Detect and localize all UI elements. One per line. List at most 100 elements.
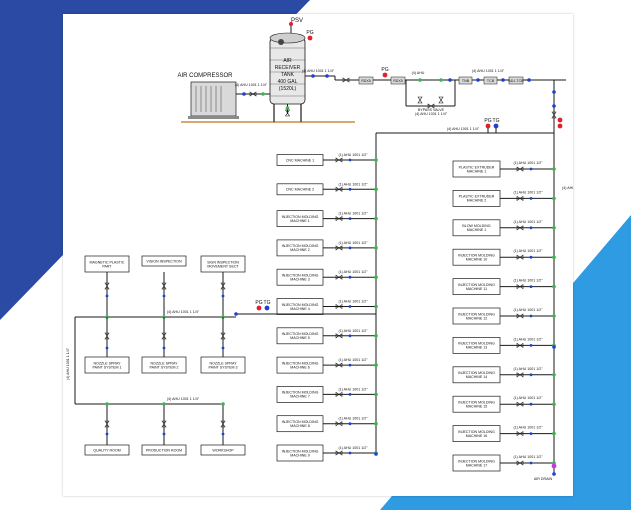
tank-label: TANK xyxy=(281,72,295,78)
pipe-spec-label: (4) AHU 1001 1 1/4" xyxy=(447,127,480,131)
drop-valve-icon xyxy=(104,420,110,428)
valve-icon xyxy=(551,111,557,119)
pipe-spec-label: (1) AHU 1001 1/2" xyxy=(338,153,368,157)
gauge-label: PG xyxy=(381,67,388,73)
filter-icon xyxy=(508,76,524,85)
union-fitting xyxy=(348,363,352,367)
tee-fitting xyxy=(418,78,422,82)
equipment-label: MACHINE 2 xyxy=(467,199,487,203)
tee-fitting xyxy=(105,402,109,406)
tee-fitting xyxy=(374,246,378,250)
union-fitting xyxy=(529,432,533,435)
union-fitting xyxy=(162,346,166,350)
union-fitting xyxy=(234,312,238,316)
equipment-label: QUALITY ROOM xyxy=(93,448,121,452)
union-fitting xyxy=(529,314,533,318)
equipment-label: VISION INSPECTION xyxy=(146,259,182,263)
pipe-spec-label: (4) AHU 1001 1 1/4" xyxy=(302,69,335,73)
pipe-spec-label: (1) AHU 1001 1/2" xyxy=(338,446,368,450)
tee-fitting xyxy=(374,363,378,367)
equipment-label: INJECTION MOLDING xyxy=(458,371,495,375)
gauge-label: PG xyxy=(484,118,491,124)
dryer-icon xyxy=(358,76,374,85)
pipe-spec-label: (1) AHU 1001 1/2" xyxy=(338,417,368,421)
drain-fitting xyxy=(374,452,378,456)
union-fitting xyxy=(242,92,246,96)
tee-fitting xyxy=(552,314,556,318)
equipment-label: INJECTION MOLDING xyxy=(458,312,495,316)
tank-label: AIR xyxy=(283,58,292,64)
tank-manway-icon xyxy=(278,39,284,45)
gauge-label: TG xyxy=(493,118,500,124)
union-fitting xyxy=(162,432,166,436)
filter-label: TNB xyxy=(462,79,470,83)
tee-fitting xyxy=(552,255,556,259)
branch-valve-icon xyxy=(516,313,524,319)
pipe-spec-label: (1) AHU 1001 1/2" xyxy=(513,279,543,283)
union-fitting xyxy=(552,90,556,94)
pipe-spec-label: (1) AHU 1001 1/2" xyxy=(513,396,543,400)
equipment-label: INJECTION MOLDING xyxy=(282,391,319,395)
branch-valve-icon xyxy=(516,431,524,437)
union-fitting xyxy=(348,246,352,250)
equipment-label: MACHINE 6 xyxy=(290,365,310,369)
valve-icon xyxy=(342,77,350,83)
drop-valve-icon xyxy=(104,282,110,290)
equipment-label: BLOW MOLDING xyxy=(462,224,491,228)
pipe-spec-label: AIR DRAIN xyxy=(534,477,553,481)
pipe-spec-label: (4) AHU 1001 1 1/4" xyxy=(66,347,70,380)
equipment-label: MACHINE 1 xyxy=(290,219,310,223)
union-fitting xyxy=(348,334,352,338)
equipment-label: MACHINE 17 xyxy=(466,463,488,467)
equipment-label: INJECTION MOLDING xyxy=(282,215,319,219)
union-fitting xyxy=(348,275,352,279)
gauge-label: PG xyxy=(255,300,262,306)
tee-fitting xyxy=(552,402,556,407)
tee-fitting xyxy=(552,373,556,377)
equipment-label: INJECTION MOLDING xyxy=(458,342,495,346)
tee-fitting xyxy=(261,92,265,96)
union-fitting xyxy=(529,461,533,465)
union-fitting xyxy=(348,451,352,455)
pipe-spec-label: (1) AHU 1001 1/2" xyxy=(338,241,368,245)
dryer-label: RDX5 xyxy=(361,79,371,83)
tee-fitting xyxy=(552,284,556,289)
equipment-label: MACHINE 7 xyxy=(290,395,310,399)
equipment-label: MAGNETIC PLASTIC xyxy=(90,260,125,264)
union-fitting xyxy=(221,346,225,350)
equipment-label: MACHINE 12 xyxy=(466,316,488,320)
branch-valve-icon xyxy=(516,195,524,201)
branch-valve-icon xyxy=(516,372,524,378)
air-compressor-label: AIR COMPRESSOR xyxy=(177,73,233,79)
equipment-label: PAINT SYSTEM 1 xyxy=(92,365,121,369)
pipe-spec-label: (1) AHU 1001 1/2" xyxy=(513,249,543,253)
branch-valve-icon xyxy=(335,362,343,368)
pipe-spec-label: (4) AHU 1001 1 1/4" xyxy=(235,83,268,87)
equipment-label: WORKSHOP xyxy=(212,448,234,452)
gauge-label: PG xyxy=(306,30,313,36)
pipe-spec-label: (4) AHU 1001 1 1/4" xyxy=(167,310,200,314)
temperature-gauge-icon xyxy=(264,305,270,311)
equipment-label: MACHINE 1 xyxy=(467,228,487,232)
equipment-label: NOZZLE SPRAY xyxy=(93,361,121,365)
equipment-label: INJECTION MOLDING xyxy=(282,449,319,453)
pipe-spec-label: (1) AHU 1001 1/2" xyxy=(338,212,368,216)
tee-fitting xyxy=(552,167,556,171)
tee-fitting xyxy=(552,431,556,436)
branch-valve-icon xyxy=(516,401,524,407)
filter-label: TCB xyxy=(487,79,495,83)
equipment-label: INJECTION MOLDING xyxy=(458,283,495,287)
tee-fitting xyxy=(374,334,378,338)
union-fitting xyxy=(221,294,225,298)
equipment-label: MACHINE 8 xyxy=(290,424,310,428)
equipment-label: NOZZLE SPRAY xyxy=(150,361,178,365)
branch-valve-icon xyxy=(335,421,343,427)
branch-valve-icon xyxy=(335,274,343,280)
compressor-base xyxy=(188,116,239,119)
equipment-label: PAINT SYSTEM 2 xyxy=(149,365,178,369)
drop-valve-icon xyxy=(161,282,167,290)
branch-valve-icon xyxy=(516,166,524,172)
tee-fitting xyxy=(221,402,225,406)
tank-top-icon xyxy=(269,32,306,44)
pipe-spec-label: (1) AHU 1001 1/2" xyxy=(338,358,368,362)
